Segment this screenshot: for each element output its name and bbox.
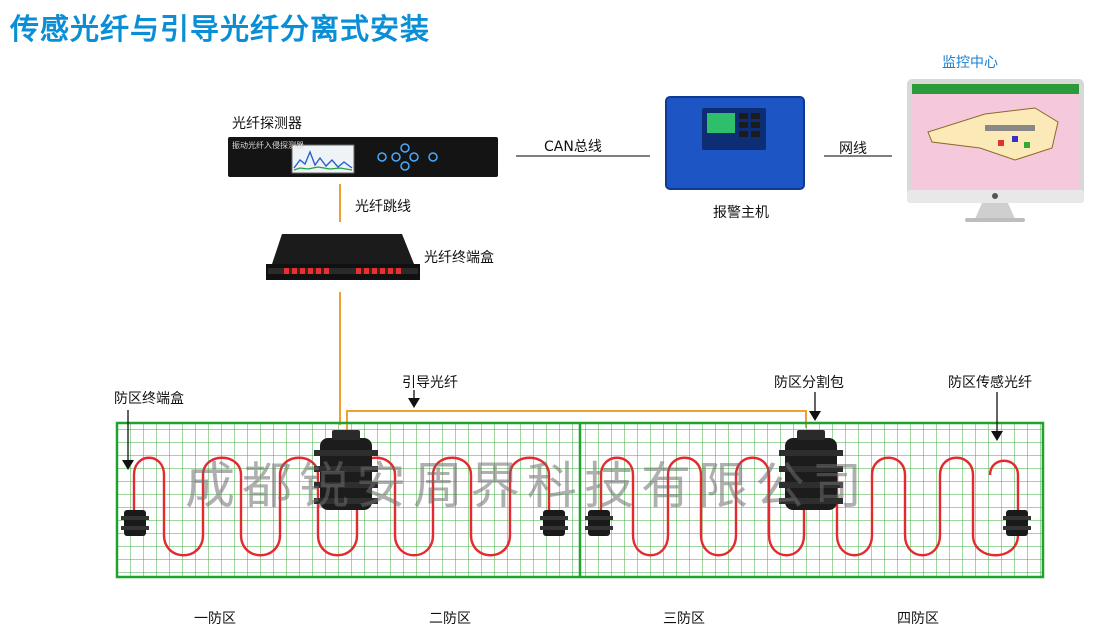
arrow-zone-terminal-box — [122, 410, 134, 470]
can-bus-label: CAN总线 — [544, 139, 602, 155]
terminal-box-device — [266, 234, 420, 280]
zone-terminal-box-3 — [585, 510, 613, 536]
zone-splitter-1 — [314, 430, 378, 510]
zone-label-2: 二防区 — [429, 611, 471, 627]
detector-screen-text: 振动光纤入侵探测器 — [232, 141, 304, 150]
arrow-zone-splitter — [809, 392, 821, 421]
detector-label: 光纤探测器 — [232, 116, 302, 132]
zone-label-3: 三防区 — [663, 611, 705, 627]
monitor-center-label: 监控中心 — [942, 55, 998, 71]
zone-label-1: 一防区 — [194, 611, 236, 627]
monitor-computer — [907, 79, 1084, 222]
fiber-detector-device — [228, 137, 498, 177]
alarm-host-device — [665, 96, 805, 190]
arrow-zone-sensing-fiber — [991, 392, 1003, 441]
arrow-guide-fiber — [408, 390, 420, 408]
alarm-host-label: 报警主机 — [713, 205, 769, 221]
zone-terminal-box-label: 防区终端盒 — [114, 391, 184, 407]
patch-cord-label: 光纤跳线 — [355, 199, 411, 215]
zone-terminal-box-4 — [1003, 510, 1031, 536]
zone-splitter-label: 防区分割包 — [774, 375, 844, 391]
terminal-box-label: 光纤终端盒 — [424, 250, 494, 266]
zone-splitter-2 — [779, 430, 843, 510]
company-watermark: 成都锐安周界科技有限公司 — [185, 457, 869, 515]
page-title: 传感光纤与引导光纤分离式安装 — [10, 12, 431, 46]
zone-terminal-box-2 — [540, 510, 568, 536]
guide-fiber-line — [346, 410, 807, 430]
zone-label-4: 四防区 — [897, 611, 939, 627]
network-label: 网线 — [839, 141, 867, 157]
zone-terminal-box-1 — [121, 510, 149, 536]
zone-sensing-fiber-label: 防区传感光纤 — [948, 375, 1032, 391]
guide-fiber-label: 引导光纤 — [402, 375, 458, 391]
